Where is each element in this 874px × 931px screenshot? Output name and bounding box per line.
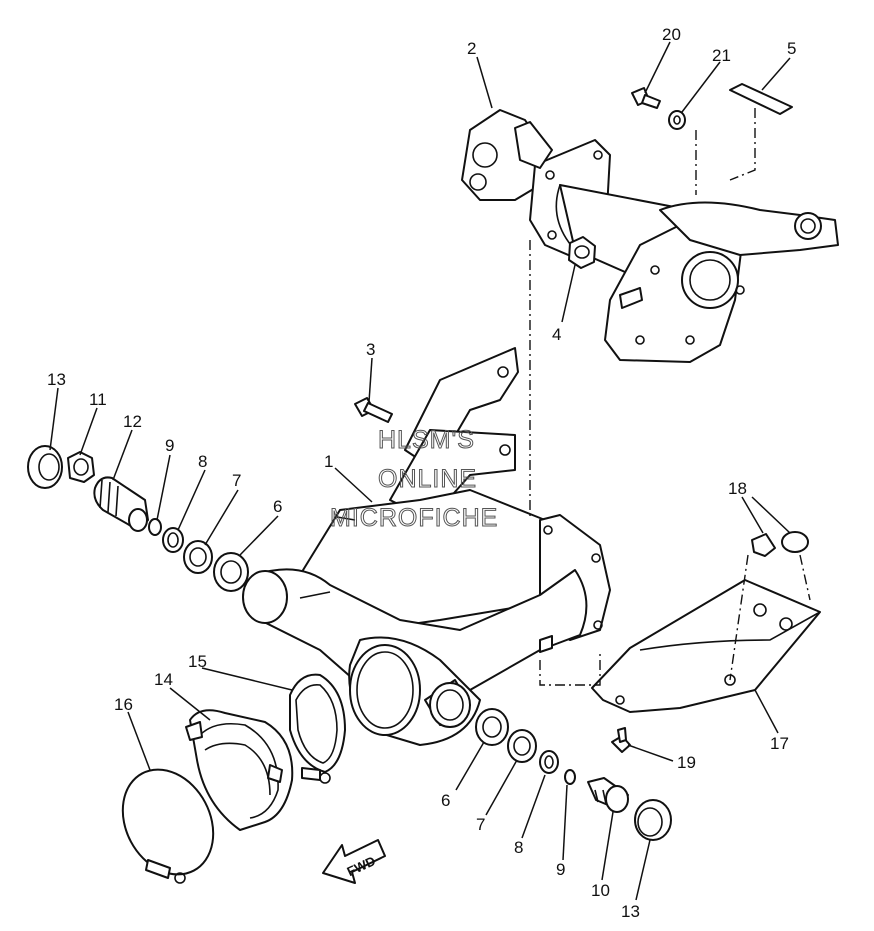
callout-4: 4 [552, 325, 561, 344]
washer-part-21 [668, 110, 686, 130]
callout-14: 14 [154, 670, 173, 689]
callout-17: 17 [770, 734, 789, 753]
washer-part-8-left [162, 527, 184, 553]
callout-15: 15 [188, 652, 207, 671]
axle-housing-part-2 [461, 109, 839, 363]
seal-part-13-left [27, 445, 63, 489]
watermark-line-1: HLSM'S [378, 426, 475, 454]
callout-19: 19 [677, 753, 696, 772]
callout-12: 12 [123, 412, 142, 431]
bolt-part-3 [354, 397, 393, 423]
o-ring-part-9-right [564, 769, 576, 785]
guard-part-17 [591, 579, 821, 713]
callout-6-right: 6 [441, 791, 450, 810]
watermark-line-2: ONLINE [378, 465, 477, 493]
bearing-part-6-left [213, 552, 249, 592]
callout-8-left: 8 [198, 452, 207, 471]
o-ring-part-9-left [148, 518, 162, 536]
label-part-5 [729, 83, 793, 115]
callout-20: 20 [662, 25, 681, 44]
washer-part-8-right [539, 750, 559, 774]
callout-21: 21 [712, 46, 731, 65]
boot-part-14 [185, 709, 294, 831]
callout-16: 16 [114, 695, 133, 714]
nut-part-11 [67, 451, 95, 483]
bolt-part-20 [631, 87, 661, 109]
nut-part-4 [568, 236, 596, 269]
cap-part-18-a [751, 533, 776, 557]
callout-13-left: 13 [47, 370, 66, 389]
callout-numbers: 2 20 21 5 4 3 1 13 11 12 9 8 7 6 18 15 1… [47, 25, 796, 921]
fwd-arrow-icon: FWD [322, 839, 386, 884]
callout-10: 10 [591, 881, 610, 900]
callout-7-left: 7 [232, 471, 241, 490]
swingarm-part-1 [242, 347, 611, 746]
callout-9-left: 9 [165, 436, 174, 455]
callout-5: 5 [787, 39, 796, 58]
pivot-shaft-part-12 [93, 476, 149, 532]
pivot-bolt-part-10 [587, 777, 629, 813]
callout-6-left: 6 [273, 497, 282, 516]
callout-7-right: 7 [476, 815, 485, 834]
bolt-part-19 [611, 727, 631, 753]
callout-2: 2 [467, 39, 476, 58]
callout-9-right: 9 [556, 860, 565, 879]
callout-11: 11 [89, 390, 107, 409]
centerline-part-18 [729, 554, 811, 681]
seal-part-7-right [507, 729, 537, 763]
centerline-part-17 [539, 650, 601, 686]
watermark: HLSM'S ONLINE MICROFICHE [330, 426, 498, 533]
callout-1: 1 [324, 452, 333, 471]
seal-part-13-right [634, 799, 672, 841]
watermark-line-3: MICROFICHE [330, 504, 498, 532]
callout-18: 18 [728, 479, 747, 498]
leader-lines [49, 41, 791, 901]
callout-13-right: 13 [621, 902, 640, 921]
centerline-part-5-21 [695, 108, 756, 195]
bearing-part-6-right [475, 708, 509, 746]
callout-8-right: 8 [514, 838, 523, 857]
seal-part-7-left [183, 540, 213, 574]
clamp-part-16 [121, 768, 215, 884]
gasket-part-15 [289, 673, 346, 784]
callout-3: 3 [366, 340, 375, 359]
cap-part-18-b [781, 531, 809, 553]
